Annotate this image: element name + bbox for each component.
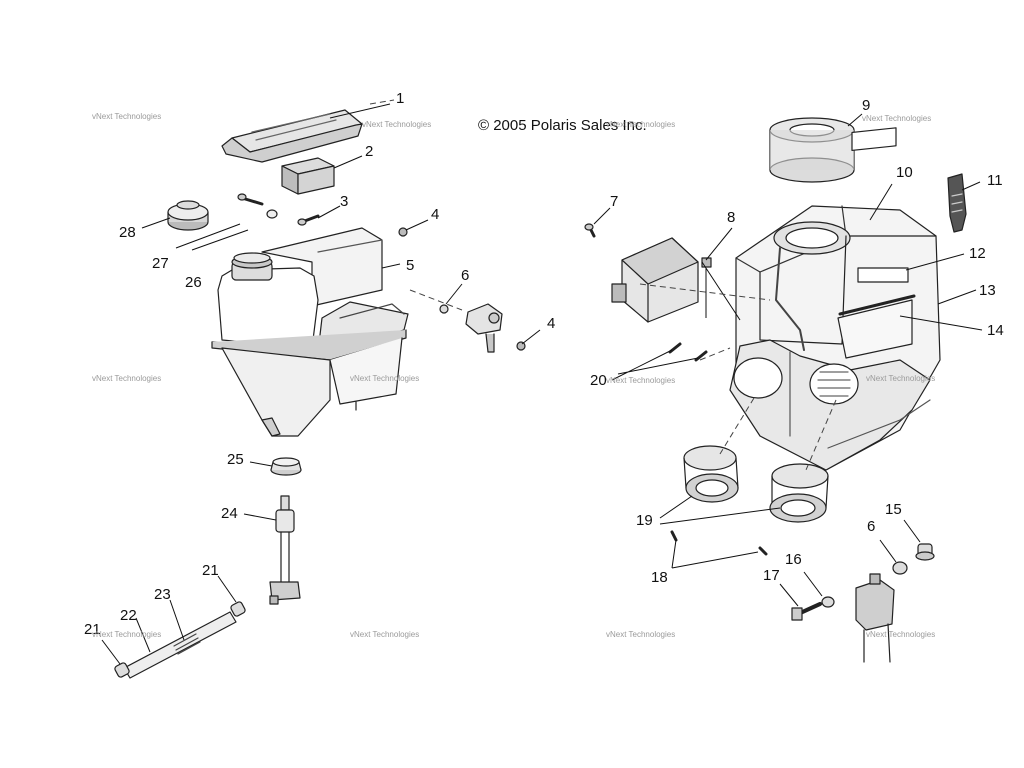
callout-4b: 4 (547, 315, 556, 332)
part-hose-23 (123, 611, 237, 679)
part-boot-19b (769, 463, 829, 523)
watermark: vNext Technologies (866, 374, 936, 383)
callout-20: 20 (590, 372, 607, 389)
part-washer-26 (266, 209, 278, 219)
callout-10: 10 (896, 164, 913, 181)
callout-24: 24 (221, 505, 238, 522)
callout-15: 15 (885, 501, 902, 518)
callout-4: 4 (431, 206, 440, 223)
part-bolt-27 (237, 193, 264, 206)
watermark: vNext Technologies (350, 374, 420, 383)
part-sensor (465, 303, 503, 353)
dashed-alignment-lines (369, 99, 837, 471)
part-foam-2 (281, 157, 335, 195)
part-screws-20 (668, 342, 708, 362)
part-grommet-25 (270, 457, 302, 476)
part-boot-19a (683, 445, 739, 503)
watermark: vNext Technologies (350, 630, 420, 639)
callout-14: 14 (987, 322, 1004, 339)
part-clip-11 (947, 173, 967, 233)
watermark: vNext Technologies (606, 630, 676, 639)
watermark: vNext Technologies (606, 376, 676, 385)
part-level-sensor-24 (269, 495, 301, 605)
part-bushing-15 (915, 543, 935, 561)
part-screw-18b (758, 546, 768, 556)
watermark: vNext Technologies (92, 112, 162, 121)
callout-27: 27 (152, 255, 169, 272)
callout-9: 9 (862, 97, 871, 114)
copyright-text: © 2005 Polaris Sales Inc. (478, 117, 647, 134)
callout-8: 8 (727, 209, 736, 226)
callout-16: 16 (785, 551, 802, 568)
callout-6b: 6 (867, 518, 876, 535)
watermark: vNext Technologies (606, 120, 676, 129)
watermark: vNext Technologies (92, 630, 162, 639)
part-cap-28 (167, 200, 209, 231)
part-washer-6a (439, 304, 449, 314)
callout-26: 26 (185, 274, 202, 291)
callout-22: 22 (120, 607, 137, 624)
part-nut-4b (516, 341, 526, 351)
callout-21: 21 (202, 562, 219, 579)
callout-18: 18 (651, 569, 668, 586)
callout-23: 23 (154, 586, 171, 603)
callout-13: 13 (979, 282, 996, 299)
watermark: vNext Technologies (862, 114, 932, 123)
part-nut-4a (398, 227, 408, 237)
watermark: vNext Technologies (92, 374, 162, 383)
part-cover-1 (221, 109, 363, 163)
part-bolt-17 (791, 602, 822, 621)
part-washer-16 (821, 596, 835, 608)
callout-6: 6 (461, 267, 470, 284)
part-bolt-3 (297, 214, 320, 226)
part-clamp-21b (114, 662, 130, 678)
callout-2: 2 (365, 143, 374, 160)
callout-1: 1 (396, 90, 405, 107)
callout-28: 28 (119, 224, 136, 241)
part-oil-tank-5 (211, 227, 409, 437)
part-bracket (855, 573, 895, 663)
callout-17: 17 (763, 567, 780, 584)
part-screw-18a (670, 530, 678, 542)
callout-5: 5 (406, 257, 415, 274)
part-screw-7 (584, 223, 596, 238)
callout-11: 11 (987, 172, 1003, 189)
leader-lines (101, 103, 983, 665)
part-airbox-10 (729, 127, 941, 471)
watermark: vNext Technologies (866, 630, 936, 639)
part-washer-6b (892, 561, 908, 575)
callout-3: 3 (340, 193, 349, 210)
callout-12: 12 (969, 245, 986, 262)
callout-25: 25 (227, 451, 244, 468)
watermark: vNext Technologies (362, 120, 432, 129)
part-foam-ring-9 (769, 117, 855, 183)
part-ecu-module (611, 237, 699, 323)
callout-21b: 21 (84, 621, 101, 638)
part-clamp-21a (230, 601, 246, 617)
callout-19: 19 (636, 512, 653, 529)
callout-7: 7 (610, 193, 619, 210)
